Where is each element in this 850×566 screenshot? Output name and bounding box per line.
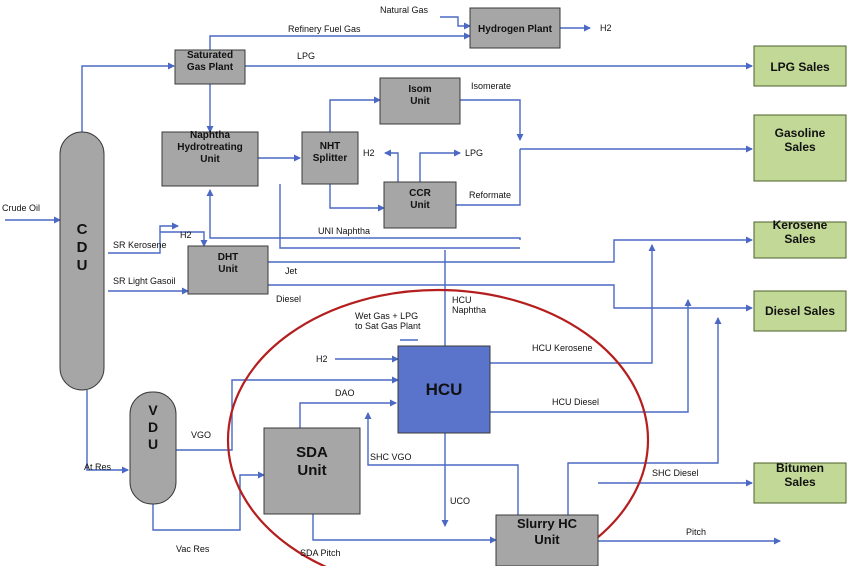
ccr-lpg-label: LPG [465, 148, 483, 158]
kerosene-sales-box [753, 221, 847, 259]
reformate-line [455, 149, 521, 206]
flow-labels: Crude Oil Natural Gas Refinery Fuel Gas … [2, 5, 706, 558]
diesel-sales-label: Diesel Sales [765, 304, 835, 318]
vdu-column [129, 391, 177, 505]
hydrogen-plant-box [469, 7, 561, 49]
at-res-line [86, 390, 129, 474]
sda-pitch-line [312, 513, 497, 544]
vac-res-label: Vac Res [176, 544, 210, 554]
slurry-hc-unit-box [495, 514, 599, 566]
refinery-fuel-gas-label: Refinery Fuel Gas [288, 24, 361, 34]
hcu-highlight-ring [226, 288, 650, 566]
ccr-h2-line [384, 149, 399, 182]
crude-oil-label: Crude Oil [2, 203, 40, 213]
naphtha-hydrotreating-box [161, 131, 259, 187]
cdu-to-gas-plant-line [81, 62, 175, 140]
dao-label: DAO [335, 388, 355, 398]
sda-unit-box [263, 427, 361, 515]
dao-line [299, 399, 397, 428]
jet-label: Jet [285, 266, 298, 276]
sda-pitch-label: SDA Pitch [300, 548, 341, 558]
hcu-h2-label: H2 [316, 354, 328, 364]
vac-res-line [152, 471, 265, 531]
hcu-kerosene-label: HCU Kerosene [532, 343, 593, 353]
uco-label: UCO [450, 496, 470, 506]
hcu-label: HCU [426, 380, 463, 399]
flow-lines [5, 16, 781, 545]
shc-vgo-line [364, 412, 519, 515]
diesel-sales-box [753, 290, 847, 332]
hcu-box [397, 345, 491, 434]
diesel-line [268, 284, 753, 312]
isomerate-label: Isomerate [471, 81, 511, 91]
natural-gas-label: Natural Gas [380, 5, 429, 15]
ccr-lpg-line [419, 149, 461, 182]
nht-splitter-box [301, 131, 359, 185]
splitter-bypass-line [279, 184, 520, 249]
dht-h2-label: H2 [180, 230, 192, 240]
lpg-sales-box [753, 45, 847, 87]
hcu-diesel-line [490, 299, 692, 413]
dht-unit-box [187, 245, 269, 295]
shc-diesel-label: SHC Diesel [652, 468, 699, 478]
pitch-label: Pitch [686, 527, 706, 537]
at-res-label: At Res [84, 462, 112, 472]
bitumen-sales-box [753, 462, 847, 504]
splitter-to-isom-line [329, 96, 381, 132]
ccr-h2-label: H2 [363, 148, 375, 158]
isom-unit-box [379, 77, 461, 125]
h2-dht-line [160, 231, 208, 247]
reformate-label: Reformate [469, 190, 511, 200]
cdu-column [59, 131, 105, 391]
shc-diesel-line [567, 317, 722, 515]
uni-naphtha-label: UNI Naphtha [318, 226, 370, 236]
isomerate-line [460, 99, 524, 141]
uni-naphtha-line [206, 189, 521, 240]
jet-line [268, 236, 753, 263]
vgo-label: VGO [191, 430, 211, 440]
lpg-flow-label: LPG [297, 51, 315, 61]
natural-gas-line [440, 16, 471, 30]
diesel-label: Diesel [276, 294, 301, 304]
saturated-gas-plant-box [174, 49, 246, 85]
ccr-unit-box [383, 181, 457, 229]
h2-product-label: H2 [600, 23, 612, 33]
gasoline-sales-box [753, 114, 847, 182]
fuel-gas-line [209, 32, 471, 50]
hydrogen-plant-label: Hydrogen Plant [478, 24, 553, 35]
splitter-to-ccr-line [329, 184, 385, 212]
sr-kerosene-line [108, 222, 179, 254]
lpg-sales-label: LPG Sales [770, 60, 830, 74]
sr-light-gasoil-label: SR Light Gasoil [113, 276, 176, 286]
hcu-diesel-label: HCU Diesel [552, 397, 599, 407]
sr-kerosene-label: SR Kerosene [113, 240, 167, 250]
hcu-kerosene-line [490, 244, 656, 364]
shc-vgo-label: SHC VGO [370, 452, 412, 462]
